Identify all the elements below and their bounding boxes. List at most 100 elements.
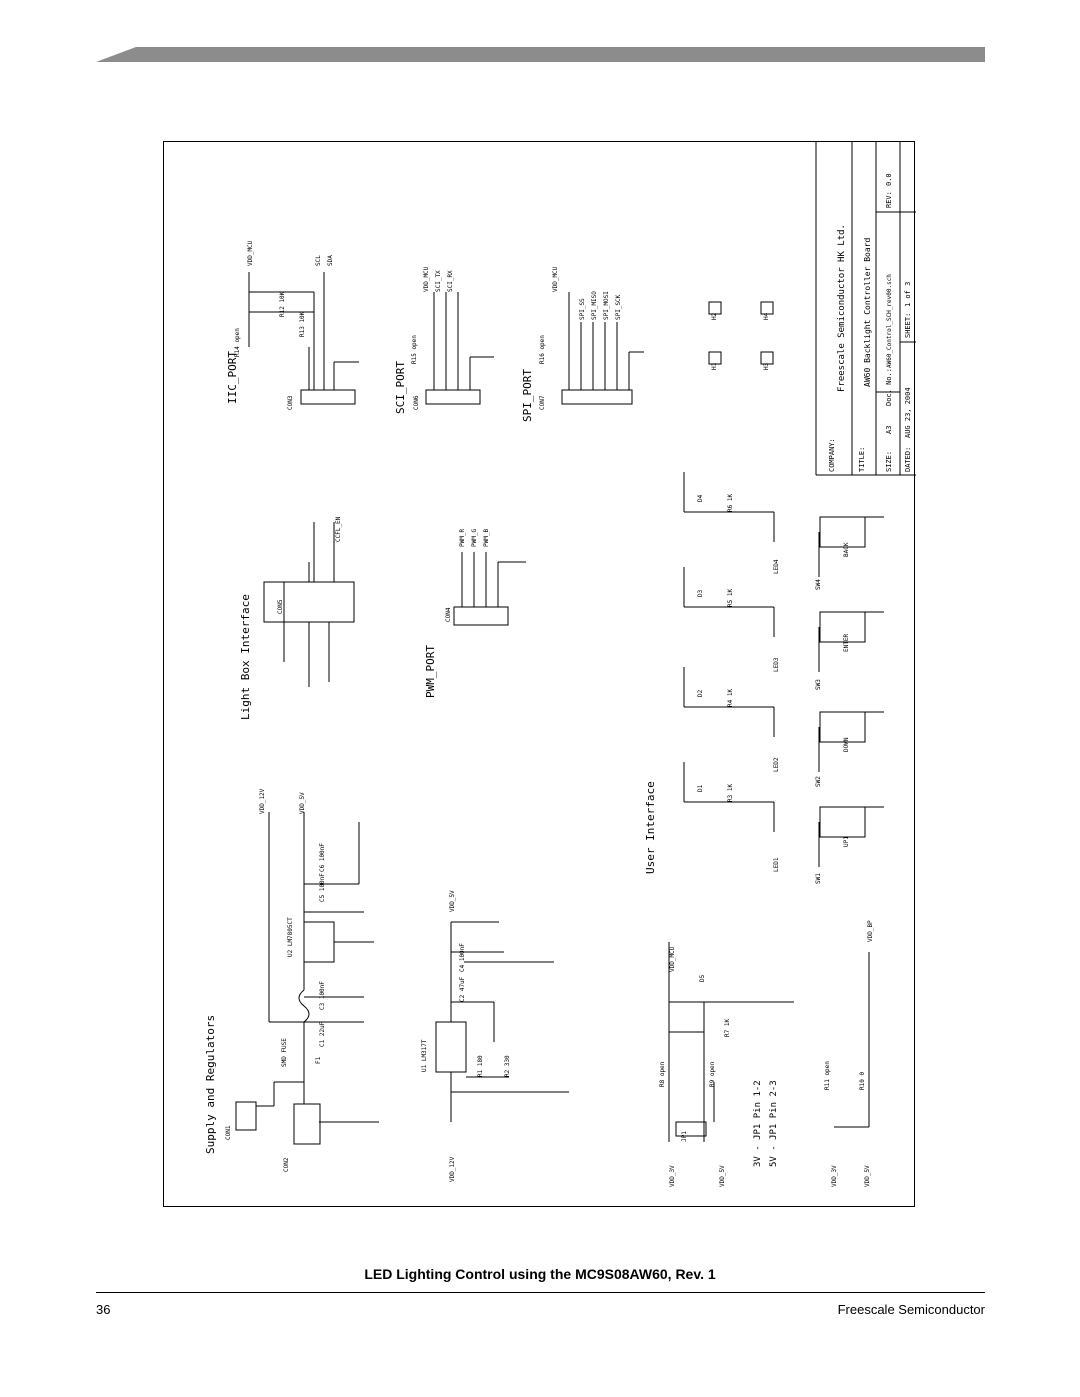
label-scl: SCL xyxy=(315,255,322,266)
note-jp1-3v: 3V - JP1 Pin 1-2 xyxy=(753,1080,763,1167)
label-r1: R1 180 xyxy=(477,1055,484,1077)
ui-led-d1: D1 xyxy=(697,784,704,792)
section-user-interface: User Interface xyxy=(644,781,657,874)
label-r9: R9 open xyxy=(709,1061,716,1087)
title-block-date: AUG 23, 2004 xyxy=(904,387,912,438)
label-vdd-mcu-sci: VDD_MCU xyxy=(423,266,430,292)
title-block-title-label: TITLE: xyxy=(858,447,866,472)
title-block-doc-label: Doc. No.: xyxy=(885,368,893,406)
title-block-sheet: 1 of 3 xyxy=(904,282,912,307)
title-block-company: Freescale Semiconductor HK Ltd. xyxy=(837,224,847,392)
header-bar xyxy=(96,47,985,62)
ui-switch-sw2: SW2 xyxy=(815,776,822,787)
label-sda: SDA xyxy=(327,255,334,266)
schematic-diagram: COMPANY: Freescale Semiconductor HK Ltd.… xyxy=(163,141,916,1207)
section-sci-port: SCI_PORT xyxy=(394,361,407,414)
ui-net-led2: LED2 xyxy=(773,757,780,772)
label-con3: CON3 xyxy=(287,395,294,410)
label-r11: R11 open xyxy=(824,1061,831,1090)
footer-divider xyxy=(96,1292,985,1293)
ui-key-4: BACK xyxy=(843,542,850,557)
label-con5: CON5 xyxy=(277,599,284,614)
ui-switch-sw4: SW4 xyxy=(815,579,822,590)
label-con2: CON2 xyxy=(283,1157,290,1172)
section-supply: Supply and Regulators xyxy=(204,1015,217,1154)
label-vdd-12v-top: VDD_12V xyxy=(259,788,266,814)
title-block-rev: 0.0 xyxy=(885,173,893,186)
label-spi-sck: SPI_SCK xyxy=(615,294,622,320)
label-r7: R7 1K xyxy=(724,1019,731,1037)
label-h2: H2 xyxy=(711,312,718,320)
user-interface-rows xyxy=(683,472,884,867)
wiring xyxy=(235,272,870,1145)
label-vdd-mcu-iic: VDD_MCU xyxy=(247,240,254,266)
label-vdd-5v-u1: VDD_5V xyxy=(449,890,456,912)
label-jp1: JP1 xyxy=(681,1131,688,1142)
label-r13: R13 10K xyxy=(299,311,306,337)
label-u1: U1 LM317T xyxy=(421,1039,428,1072)
label-pwm-g: PWM_G xyxy=(471,529,478,547)
ui-led-d2: D2 xyxy=(697,689,704,697)
label-c5: C5 100nF xyxy=(319,873,326,902)
ui-net-led3: LED3 xyxy=(773,657,780,672)
section-pwm-port: PWM_PORT xyxy=(424,645,437,698)
label-con7: CON7 xyxy=(539,395,546,410)
label-con6: CON6 xyxy=(413,395,420,410)
label-vdd-bp: VDD_BP xyxy=(867,920,874,942)
label-c1: C1 22uF xyxy=(319,1021,326,1047)
label-ccfl-en: CCFL_EN xyxy=(335,516,342,542)
label-fuse: SMD FUSE xyxy=(281,1038,288,1067)
label-r16: R16 open xyxy=(539,335,546,364)
label-c4: C4 100nF xyxy=(459,943,466,972)
label-r14: R14 open xyxy=(234,328,241,357)
section-light-box: Light Box Interface xyxy=(239,594,252,720)
label-h1: H1 xyxy=(711,362,718,370)
title-block-doc: AW60_Control_SCH_rev00.sch xyxy=(886,274,893,368)
title-block-sheet-label: SHEET: xyxy=(904,313,912,338)
label-u2: U2 LM7805CT xyxy=(287,917,294,957)
label-pwm-r: PWM_R xyxy=(459,529,466,547)
label-spi-miso: SPI_MISO xyxy=(591,291,598,320)
section-iic-port: IIC_PORT xyxy=(226,351,239,404)
ui-key-2: DOWN xyxy=(843,737,850,752)
title-block-company-label: COMPANY: xyxy=(828,438,836,472)
title-block-date-label: DATED: xyxy=(904,447,912,472)
ui-net-led4: LED4 xyxy=(773,559,780,574)
label-con4: CON4 xyxy=(445,607,452,622)
footer-company: Freescale Semiconductor xyxy=(837,1302,985,1317)
label-r2: R2 330 xyxy=(504,1055,511,1077)
label-vdd-5v-bp: VDD_5V xyxy=(864,1165,871,1187)
title-block-size: A3 xyxy=(885,426,893,434)
label-h4: H4 xyxy=(763,312,770,320)
ui-res-r6: R6 1K xyxy=(727,494,734,512)
label-r8: R8 open xyxy=(659,1061,666,1087)
ui-key-1: UP1 xyxy=(843,836,850,847)
ui-switch-sw3: SW3 xyxy=(815,679,822,690)
label-h3: H3 xyxy=(763,362,770,370)
ui-key-3: ENTER xyxy=(843,634,850,652)
label-f1: F1 xyxy=(315,1056,322,1064)
label-vdd-3v-bp: VDD_3V xyxy=(831,1165,838,1187)
label-sci-tx: SCI_TX xyxy=(435,270,442,292)
ui-res-r4: R4 1K xyxy=(727,689,734,707)
title-block-title: AW60 Backlight Controller Board xyxy=(863,238,872,387)
label-d5: D5 xyxy=(699,974,706,982)
label-con1: CON1 xyxy=(225,1125,232,1140)
label-vdd-5v-jp: VDD_5V xyxy=(719,1165,726,1187)
note-jp1-5v: 5V - JP1 Pin 2-3 xyxy=(769,1080,779,1167)
label-vdd-3v: VDD_3V xyxy=(669,1165,676,1187)
page-number: 36 xyxy=(96,1302,111,1317)
section-spi-port: SPI_PORT xyxy=(521,369,534,422)
ui-led-d3: D3 xyxy=(697,589,704,597)
label-r10: R10 0 xyxy=(859,1072,866,1090)
ui-net-led1: LED1 xyxy=(773,857,780,872)
label-vdd-12v-u1: VDD_12V xyxy=(449,1156,456,1182)
schematic-drawing: COMPANY: Freescale Semiconductor HK Ltd.… xyxy=(204,142,916,1187)
header-bar-shape xyxy=(96,47,985,62)
label-vdd-mcu-spi: VDD_MCU xyxy=(552,266,559,292)
label-pwm-b: PWM_B xyxy=(483,529,490,547)
ui-res-r3: R3 1K xyxy=(727,784,734,802)
ui-led-d4: D4 xyxy=(697,494,704,502)
ui-res-r5: R5 1K xyxy=(727,589,734,607)
label-spi-mosi: SPI_MOSI xyxy=(603,291,610,320)
